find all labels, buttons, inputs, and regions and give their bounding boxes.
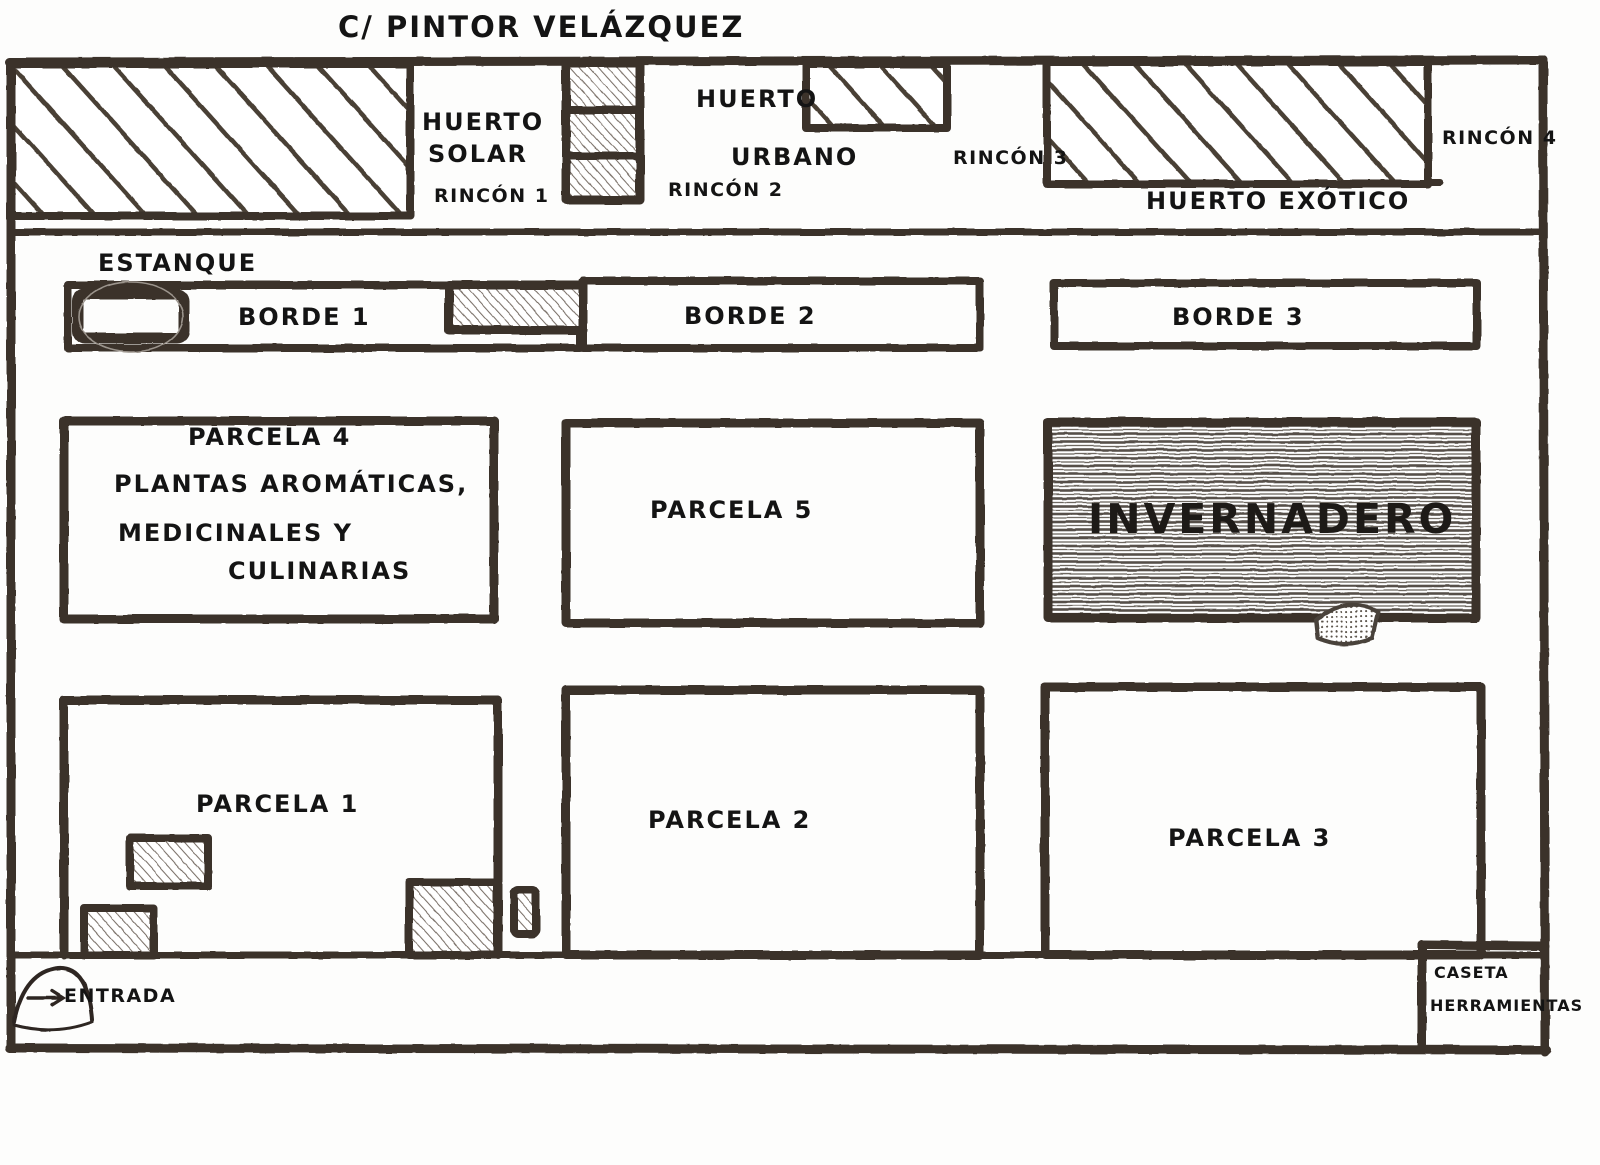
shed-caseta-walls [1417,940,1550,1053]
box-invernadero [1043,417,1481,623]
label-caseta-line1: CASETA [1434,963,1509,982]
label-huerto-urbano-line1: HUERTO [696,85,819,113]
label-parcela-4-title: PARCELA 4 [188,423,352,451]
label-caseta-line2: HERRAMIENTAS [1430,996,1584,1015]
label-parcela-4-line1: PLANTAS AROMÁTICAS, [114,470,469,498]
label-borde-3: BORDE 3 [1172,303,1305,331]
label-parcela-1: PARCELA 1 [196,790,360,818]
box-parcela-2 [561,685,985,960]
label-parcela-5: PARCELA 5 [650,496,814,524]
label-huerto-solar-line1: HUERTO [422,108,545,136]
label-parcela-4-line2: MEDICINALES Y [118,519,354,547]
label-rincon-2: RINCÓN 2 [668,179,784,201]
bed-block-d [510,886,540,938]
label-borde-1: BORDE 1 [238,303,371,331]
label-rincon-4: RINCÓN 4 [1442,127,1558,149]
plot-rincon-2-block [561,58,645,205]
plot-huerto-solar [8,60,414,220]
label-borde-2: BORDE 2 [684,302,817,330]
bed-block-a [126,834,212,890]
strip-block-hatched [444,280,588,335]
label-rincon-1: RINCÓN 1 [434,185,550,207]
box-parcela-4 [59,416,499,624]
label-estanque: ESTANQUE [98,249,258,277]
box-parcela-5 [561,418,985,628]
label-rincon-3: RINCÓN 3 [953,147,1069,169]
label-parcela-3: PARCELA 3 [1168,824,1332,852]
label-huerto-exotico: HUERTO EXÓTICO [1146,187,1411,215]
bed-block-b [80,904,158,959]
greenhouse-door [1314,602,1380,646]
entrance-marker [12,965,94,1032]
label-huerto-urbano-line2: URBANO [731,143,859,171]
box-parcela-3 [1040,682,1486,960]
label-entrada: ENTRADA [64,985,177,1007]
street-name-label: C/ PINTOR VELÁZQUEZ [338,10,745,44]
strip-borde-2 [579,277,984,352]
strip-borde-3 [1050,279,1481,350]
label-parcela-4-line3: CULINARIAS [228,557,412,585]
label-invernadero: INVERNADERO [1088,495,1457,543]
plot-huerto-urbano [802,60,951,132]
label-huerto-solar-line2: SOLAR [428,140,529,168]
pond-estanque [72,281,190,353]
plot-rincon-4 [1424,58,1444,186]
label-parcela-2: PARCELA 2 [648,806,812,834]
plot-huerto-exotico [1043,58,1432,188]
bed-block-c [405,878,501,959]
